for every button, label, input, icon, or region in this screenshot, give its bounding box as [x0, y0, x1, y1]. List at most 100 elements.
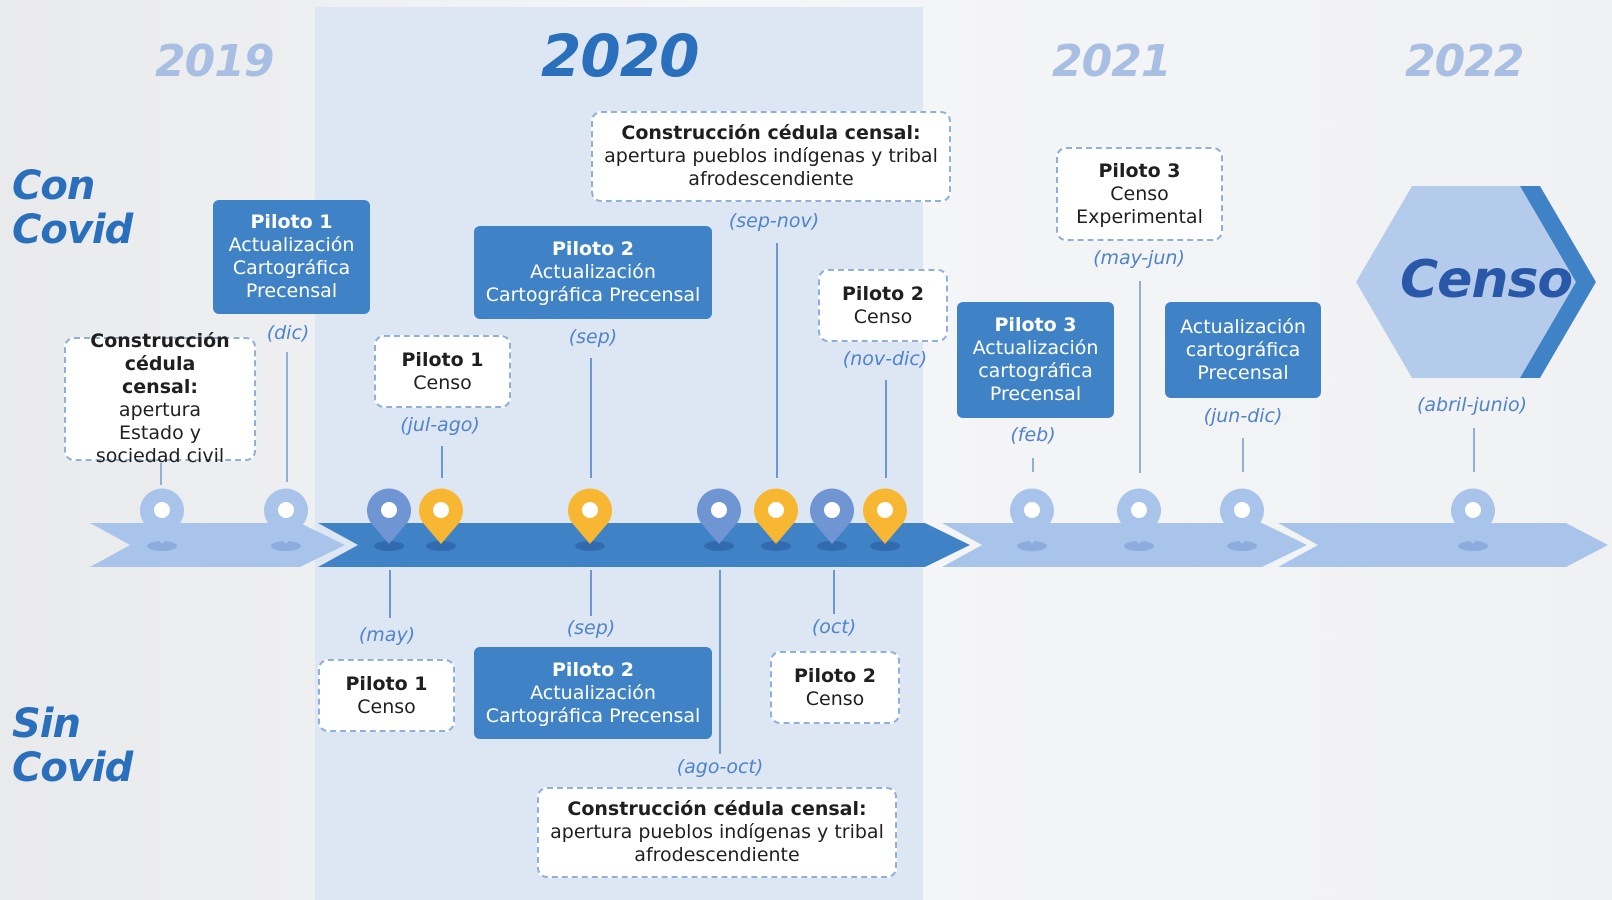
con-covid-label: Con Covid: [12, 163, 133, 253]
map-pin-icon: [568, 488, 613, 551]
box-body-line1: Actualización: [530, 681, 656, 704]
box-title: Piloto 1: [250, 211, 333, 233]
year-2019: 2019: [155, 36, 274, 87]
connector-line: [1032, 458, 1034, 472]
box-body-line2: Cartográfica: [232, 257, 351, 279]
map-pin-icon: [366, 488, 411, 551]
censo-hexagon-shadow: [1410, 186, 1596, 378]
connector-line: [1139, 281, 1141, 473]
year-2020: 2020: [541, 22, 699, 90]
box-body-line2: Cartográfica Precensal: [485, 704, 701, 727]
box-body-line2: cartográfica: [1185, 338, 1301, 361]
box-body-line1: apertura pueblos indígenas y tribal: [604, 145, 938, 167]
connector-line: [776, 243, 778, 478]
date-may: (may): [358, 624, 416, 646]
box-body-line1: apertura pueblos indígenas y tribal: [550, 821, 884, 843]
box-title: Piloto 2: [842, 282, 924, 305]
box-body: Censo: [805, 687, 865, 710]
box-body-line1: Actualización: [228, 234, 355, 256]
top-piloto3-censo-box: Piloto 3 Censo Experimental: [1056, 147, 1223, 241]
segment-arrow-2022: [1278, 523, 1608, 567]
connector-line: [833, 570, 835, 614]
box-title: Piloto 2: [552, 658, 634, 681]
connector-line: [1473, 428, 1475, 472]
date-sep-bottom: (sep): [566, 617, 616, 639]
map-pin-icon: [264, 488, 308, 551]
connector-line: [1242, 438, 1244, 472]
box-title: Construcción cédula censal:: [567, 798, 867, 820]
map-pin-icon: [1117, 488, 1161, 551]
map-pin-icon: [1450, 488, 1495, 551]
top-piloto1-censo-box: Piloto 1 Censo: [374, 335, 511, 408]
top-piloto2-actualizacion-box: Piloto 2 Actualización Cartográfica Prec…: [474, 226, 712, 319]
map-pin-icon: [810, 488, 855, 551]
censo-label: Censo: [1400, 250, 1573, 310]
box-title: Construcción cédula censal:: [621, 122, 921, 144]
box-title: Piloto 1: [401, 348, 484, 371]
bottom-piloto2-censo-box: Piloto 2 Censo: [770, 651, 900, 724]
connector-line: [719, 570, 721, 754]
year-2021: 2021: [1052, 36, 1171, 87]
box-body: apertura Estado y sociedad civil: [95, 399, 225, 467]
map-pin-icon: [140, 488, 184, 551]
connector-line: [590, 358, 592, 478]
map-pin-icon: [1220, 488, 1264, 551]
bottom-piloto2-actualizacion-box: Piloto 2 Actualización Cartográfica Prec…: [474, 647, 712, 739]
box-title: Construcción cédula censal:: [90, 330, 230, 398]
box-body-line2: cartográfica: [978, 360, 1093, 382]
top-piloto3-actualizacion-box: Piloto 3 Actualización cartográfica Prec…: [957, 302, 1114, 418]
box-title: Piloto 2: [552, 238, 634, 260]
connector-line: [389, 570, 391, 618]
con-covid-line2: Covid: [12, 207, 133, 253]
segment-arrow-2020: [318, 523, 970, 567]
box-title: Piloto 1: [345, 672, 428, 695]
sin-covid-line1: Sin: [12, 701, 81, 747]
connector-line: [441, 446, 443, 478]
top-actualizacion-precensal-box: Actualización cartográfica Precensal: [1165, 302, 1321, 398]
connector-line: [286, 352, 288, 482]
date-dic: (dic): [266, 322, 310, 344]
connector-line: [160, 463, 162, 485]
sin-covid-line2: Covid: [12, 745, 133, 791]
date-ago-oct: (ago-oct): [676, 756, 764, 778]
date-abril-junio: (abril-junio): [1416, 394, 1528, 416]
box-body-line1: Actualización: [530, 261, 656, 283]
box-body: Censo: [413, 371, 472, 394]
box-body-line2: afrodescendiente: [688, 168, 854, 190]
box-body: Censo: [357, 695, 416, 718]
date-feb: (feb): [1010, 424, 1056, 446]
date-may-jun: (may-jun): [1093, 247, 1185, 269]
map-pin-icon: [697, 488, 741, 551]
date-jul-ago: (jul-ago): [400, 414, 480, 436]
top-piloto2-censo-box: Piloto 2 Censo: [818, 269, 948, 342]
map-pin-icon: [419, 488, 464, 551]
box-body-line2: Cartográfica Precensal: [485, 284, 701, 306]
top-construccion-pueblos-box: Construcción cédula censal: apertura pue…: [591, 111, 951, 202]
con-covid-line1: Con: [12, 163, 95, 209]
map-pin-icon: [863, 488, 907, 551]
date-oct: (oct): [811, 616, 857, 638]
date-sep-nov: (sep-nov): [728, 210, 820, 232]
connector-line: [885, 380, 887, 478]
top-construccion-estado-box: Construcción cédula censal: apertura Est…: [64, 330, 256, 467]
box-body-line2: afrodescendiente: [634, 844, 800, 866]
box-body-line1: Actualización: [1180, 315, 1306, 338]
sin-covid-label: Sin Covid: [12, 701, 133, 791]
box-body-line3: Precensal: [1197, 361, 1289, 384]
box-title: Piloto 2: [794, 664, 876, 687]
box-title: Piloto 3: [1098, 159, 1181, 182]
box-body-line3: Precensal: [989, 383, 1082, 405]
date-jun-dic: (jun-dic): [1203, 405, 1283, 427]
date-sep-top: (sep): [568, 326, 618, 348]
year-2022: 2022: [1405, 36, 1524, 87]
bottom-piloto1-censo-box: Piloto 1 Censo: [318, 659, 455, 732]
box-title: Piloto 3: [994, 314, 1077, 336]
map-pin-icon: [1010, 488, 1054, 551]
top-piloto1-actualizacion-box: Piloto 1 Actualización Cartográfica Prec…: [213, 200, 370, 314]
box-body-line2: Experimental: [1076, 205, 1203, 228]
box-body-line1: Actualización: [972, 337, 1099, 359]
box-body: Censo: [853, 305, 913, 328]
bottom-construccion-pueblos-box: Construcción cédula censal: apertura pue…: [537, 787, 897, 878]
date-nov-dic: (nov-dic): [842, 348, 928, 370]
